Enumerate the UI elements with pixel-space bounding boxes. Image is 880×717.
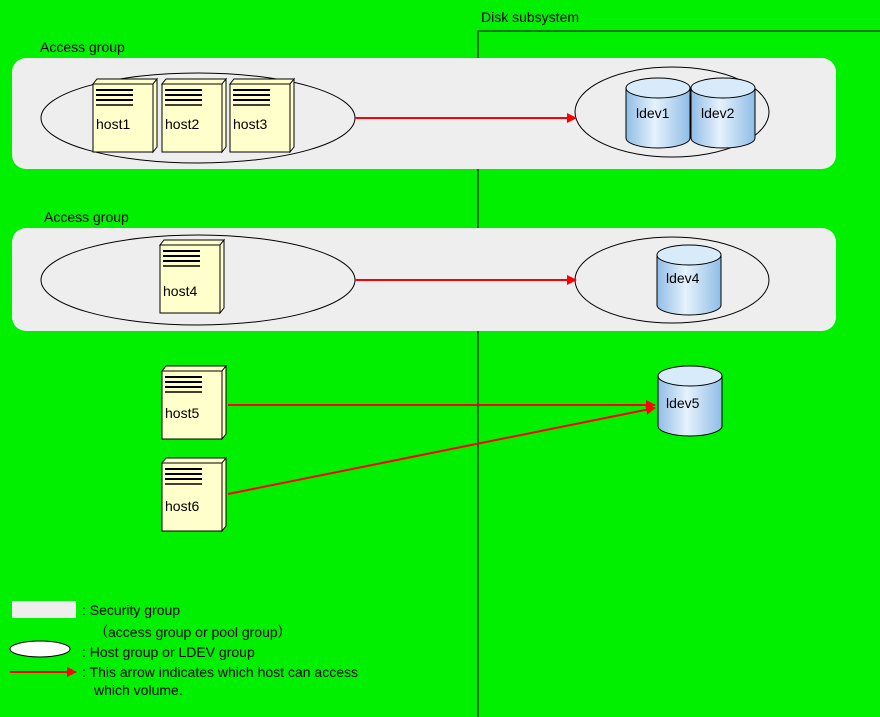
legend-security-group-subtext: （access group or pool group） [94,624,292,640]
legend-arrow-text-line1: : This arrow indicates which host can ac… [82,664,358,680]
host-host6-label: host6 [165,498,199,514]
host-host3-label: host3 [233,116,267,132]
host-host4-label: host4 [163,283,197,299]
legend-host-group-icon [9,640,71,658]
volume-ldev2-label: ldev2 [701,105,735,121]
legend-host-group-text: : Host group or LDEV group [82,644,255,660]
access-group-1-label: Access group [40,39,125,55]
host-host5-label: host5 [165,405,199,421]
host-host6 [161,457,227,532]
host-host2-label: host2 [165,116,199,132]
disk-subsystem-label: Disk subsystem [481,9,579,25]
volume-ldev4-label: ldev4 [666,270,700,286]
access-group-2-label: Access group [44,209,129,225]
legend-arrow-text-line2: which volume. [94,682,183,698]
volume-ldev5-label: ldev5 [666,395,700,411]
host-host4 [159,239,225,314]
volume-ldev1-label: ldev1 [636,105,670,121]
host-host5 [161,365,227,440]
legend-security-group-swatch [12,601,76,618]
access-arrow-host6 [227,404,656,495]
disk-subsystem-box [477,30,880,717]
host-host1-label: host1 [96,116,130,132]
legend-security-group-text: : Security group [82,602,181,618]
